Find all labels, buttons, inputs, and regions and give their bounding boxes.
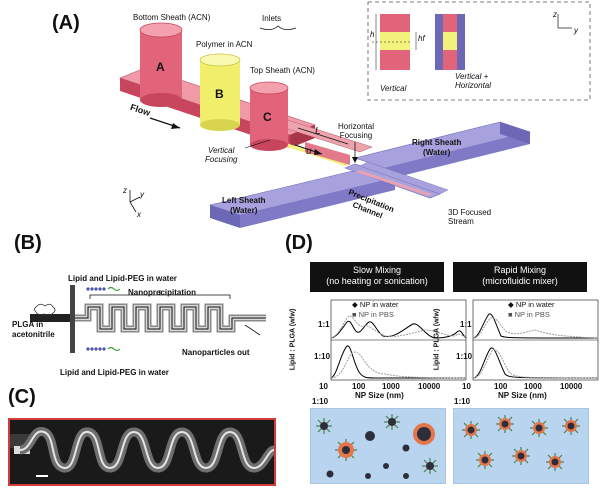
slow-legend-pbs: ■ NP in PBS (352, 310, 394, 319)
cylinder-label-c: C (263, 110, 272, 124)
slow-legend-pbs-text: NP in PBS (358, 310, 394, 319)
inset-label-vertical: Vertical (380, 84, 407, 93)
cylinder-label-b: B (215, 87, 224, 101)
slow-mixing-header-text: Slow Mixing (no heating or sonication) (326, 265, 428, 286)
rapid-ratio-1-10: 1:10 (456, 352, 473, 361)
panel-d-size-distributions (330, 299, 599, 381)
label-nanoparticles-out: Nanoparticles out (182, 348, 250, 357)
rapid-tick-10000: 10000 (560, 382, 583, 391)
rapid-legend-water: ◆ NP in water (508, 300, 555, 309)
rapid-tick-100: 100 (494, 382, 508, 391)
label-focused-stream: 3D Focused Stream (448, 208, 492, 226)
slow-legend-water-text: NP in water (359, 300, 399, 309)
label-right-sheath: Right Sheath (Water) (412, 138, 462, 157)
panel-a-illustration (119, 1, 591, 228)
panel-c-micrograph (8, 418, 276, 486)
slow-tick-10000: 10000 (418, 382, 441, 391)
label-lipid-bottom: Lipid and Lipid-PEG in water (60, 368, 169, 377)
slow-mixing-particles (310, 408, 446, 484)
rapid-ylabel: Lipid : PLGA (w/w) (433, 308, 441, 371)
slow-tick-1000: 1000 (382, 382, 400, 391)
slow-xlabel: NP Size (nm) (355, 391, 404, 400)
panel-label-d: (D) (285, 232, 313, 254)
rapid-mixing-header: Rapid Mixing (microfluidic mixer) (453, 262, 587, 292)
slow-ylabel: Lipid : PLGA (w/w) (289, 308, 297, 371)
label-lipid-top: Lipid and Lipid-PEG in water (68, 274, 177, 283)
rapid-xlabel: NP Size (nm) (498, 391, 547, 400)
label-bottom-sheath: Bottom Sheath (ACN) (133, 13, 211, 22)
inset-label-vertical-horizontal: Vertical + Horizontal (455, 72, 492, 90)
label-L: L (315, 126, 321, 137)
slow-tick-10: 10 (319, 382, 328, 391)
inset-axis-y: y (574, 26, 578, 35)
panel-b-mixer-diagram (30, 285, 266, 353)
rapid-legend-water-text: NP in water (515, 300, 555, 309)
panel-label-b: (B) (14, 232, 42, 254)
axis-z: z (123, 186, 127, 195)
rapid-legend-pbs: ■ NP in PBS (508, 310, 550, 319)
rapid-mixing-header-text: Rapid Mixing (microfluidic mixer) (482, 265, 558, 286)
slow-mixing-header: Slow Mixing (no heating or sonication) (310, 262, 444, 292)
label-u: u (306, 146, 312, 157)
panel-label-a: (A) (52, 12, 80, 34)
label-top-sheath: Top Sheath (ACN) (250, 66, 315, 75)
label-vertical-focusing: Vertical Focusing (205, 146, 238, 164)
slow-tick-100: 100 (352, 382, 366, 391)
legend-diamond-icon: ◆ (508, 300, 516, 309)
axis-y: y (140, 190, 144, 199)
label-inlets: Inlets (262, 14, 282, 23)
label-plga: PLGA in acetonitrile (12, 320, 55, 339)
panel-label-c: (C) (8, 386, 36, 408)
legend-square-icon: ■ (352, 310, 359, 319)
axis-x: x (137, 210, 141, 219)
rapid-tick-10: 10 (462, 382, 471, 391)
slow-ratio-1-1: 1:1 (318, 320, 330, 329)
inset-label-hf: hf (418, 34, 425, 43)
rapid-tick-1000: 1000 (524, 382, 542, 391)
label-nanoprecipitation: Nanoprecipitation (128, 288, 197, 297)
legend-square-icon: ■ (508, 310, 515, 319)
rapid-ratio-1-1: 1:1 (460, 320, 472, 329)
label-horizontal-focusing: Horizontal Focusing (338, 122, 375, 140)
slow-legend-water: ◆ NP in water (352, 300, 399, 309)
rapid-below-ratio: 1:10 (454, 397, 471, 406)
label-polymer: Polymer in ACN (196, 40, 253, 49)
rapid-legend-pbs-text: NP in PBS (514, 310, 550, 319)
slow-ratio-1-10: 1:10 (314, 352, 331, 361)
inset-axis-z: z (553, 10, 557, 19)
slow-below-ratio: 1:10 (312, 397, 329, 406)
cylinder-label-a: A (156, 60, 165, 74)
inset-label-h: h (370, 30, 375, 39)
label-left-sheath: Left Sheath (Water) (222, 196, 266, 215)
legend-diamond-icon: ◆ (352, 300, 360, 309)
rapid-mixing-particles (453, 408, 589, 484)
